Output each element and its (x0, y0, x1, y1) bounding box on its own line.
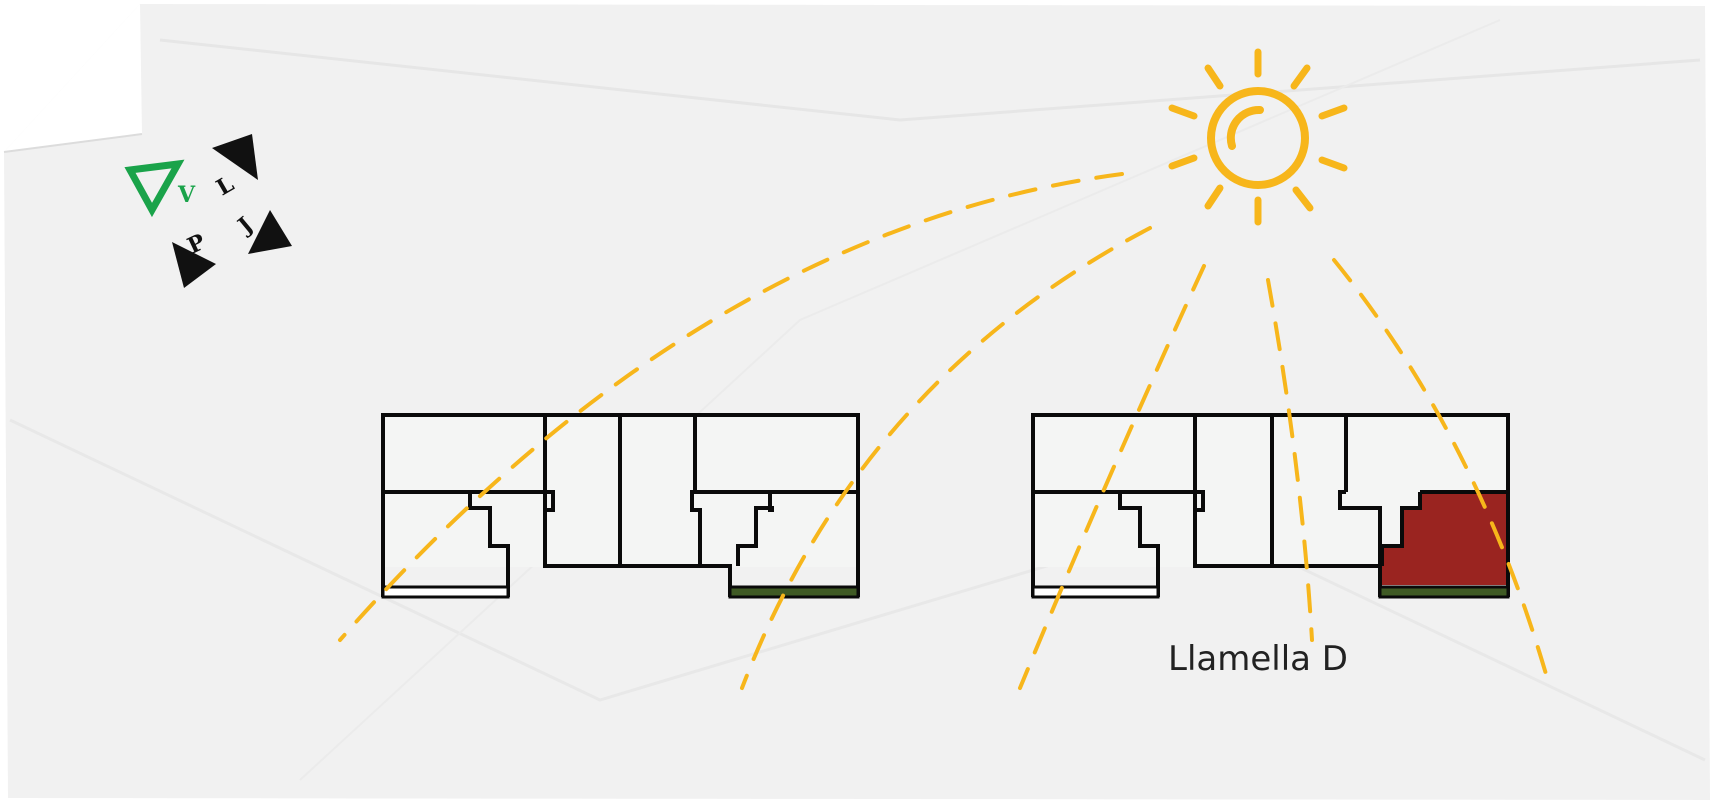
paper-crease (299, 19, 1501, 781)
sun-ray (1318, 104, 1348, 120)
paper-folded-corner (4, 4, 142, 152)
unit-left-b-wall (736, 492, 774, 566)
sun-ray (1290, 64, 1311, 90)
logo-triangle-green (124, 159, 185, 218)
unit-right-b-wall (1380, 492, 1422, 566)
stair-core-right-b (1338, 490, 1382, 597)
building-caption: Llamella D (1168, 639, 1348, 679)
logo-letter-v: V (177, 182, 196, 208)
sun-icon (1168, 48, 1348, 226)
sun-ray-path (1018, 264, 1206, 690)
stair-core-left-a (470, 490, 700, 568)
stair-core-right-a (1120, 490, 1380, 568)
paper-body (4, 4, 1710, 800)
sun-ray (1318, 156, 1348, 172)
sun-ray (1168, 104, 1198, 120)
building-left (381, 413, 860, 599)
sun-disc (1207, 87, 1309, 189)
building-right (1031, 413, 1510, 599)
sun-rays-dashed (338, 172, 1552, 690)
sun-ray (1204, 184, 1224, 210)
paper-crease (9, 418, 1706, 762)
sun-highlight (1226, 105, 1264, 150)
balcony-right-b (1378, 585, 1510, 599)
paper-fold-edge (3, 133, 143, 153)
sun-ray (1292, 186, 1314, 212)
sun-ray (1204, 64, 1224, 90)
balcony-right-a (1031, 585, 1160, 599)
sun-ray-path (1332, 258, 1552, 690)
balcony-left-a (381, 585, 510, 599)
logo-triangle-bottom (172, 242, 216, 288)
logo-triangle-right (248, 210, 292, 254)
sun-ray (1168, 154, 1198, 170)
paper-sheet (3, 4, 1710, 800)
sun-ray-path (1266, 278, 1314, 642)
balcony-left-b (728, 585, 860, 599)
sun-ray-path (740, 226, 1152, 690)
paper-crease (159, 38, 1701, 122)
logo-triangle-top (212, 134, 258, 180)
highlight-unit (1382, 492, 1508, 585)
